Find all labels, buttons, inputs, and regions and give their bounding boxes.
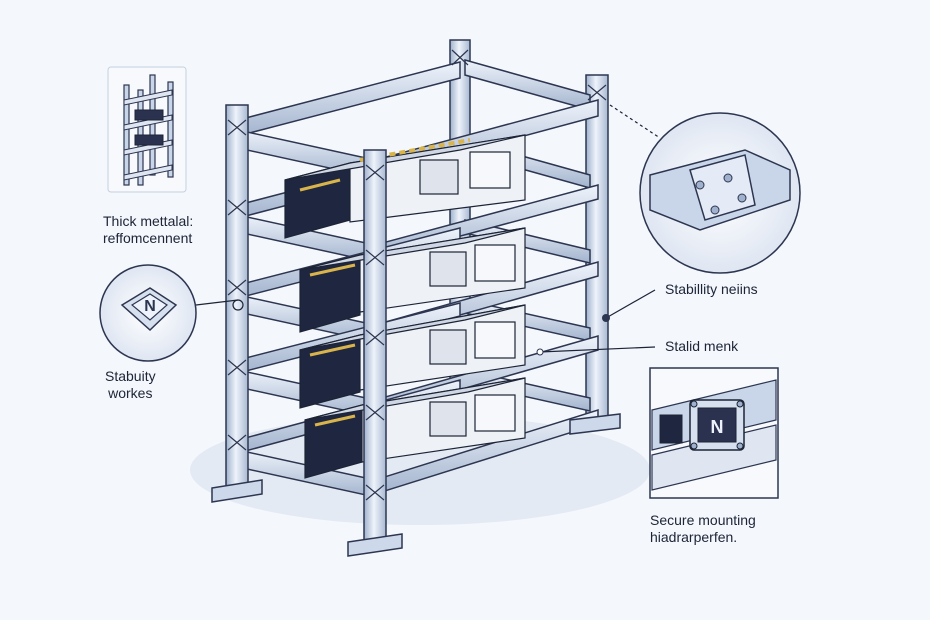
label-secure-line1: Secure mounting — [650, 512, 756, 528]
label-thick-metal: Thick mettalal: reffomcennent — [103, 213, 193, 247]
label-stability-left: Stabuity workes — [105, 368, 156, 402]
leader-bracket — [609, 104, 661, 139]
rail-back-1 — [464, 59, 591, 111]
feet — [211, 413, 621, 557]
mounting-detail-inset: N — [649, 367, 779, 499]
front-posts — [225, 49, 607, 546]
label-thick-metal-line1: Thick mettalal: — [103, 213, 194, 229]
badge-detail-circle: N — [99, 264, 197, 362]
foot-front-mid — [347, 533, 403, 557]
label-secure-mounting: Secure mounting hiadrarperfen. — [650, 512, 756, 546]
frame-thumbnail-inset — [107, 66, 187, 193]
leader-stalid — [539, 346, 656, 353]
label-stability-left-line2: workes — [108, 385, 153, 401]
unit-tier-1 — [284, 134, 526, 239]
leader-badge — [195, 299, 239, 306]
label-stability-right: Stabillity neiins — [665, 281, 758, 297]
label-secure-line2: hiadrarperfen. — [650, 529, 738, 545]
leader-stability-right — [605, 289, 656, 319]
post-front-left — [225, 104, 249, 491]
badge-letter-plate: N — [711, 417, 724, 437]
rail-top-left — [237, 61, 461, 137]
label-stalid: Stalid menk — [665, 338, 739, 354]
label-stability-left-line1: Stabuity — [105, 368, 156, 384]
unit-tier-3 — [299, 304, 526, 409]
label-thick-metal-line2: reffomcennent — [103, 230, 193, 246]
foot-back-right — [569, 413, 621, 435]
unit-tier-2 — [299, 227, 526, 333]
foot-front-left — [211, 479, 263, 503]
unit-tier-4 — [304, 377, 526, 479]
mining-units — [284, 134, 526, 479]
badge-letter-circle: N — [144, 298, 156, 315]
bracket-detail-circle — [639, 112, 801, 274]
